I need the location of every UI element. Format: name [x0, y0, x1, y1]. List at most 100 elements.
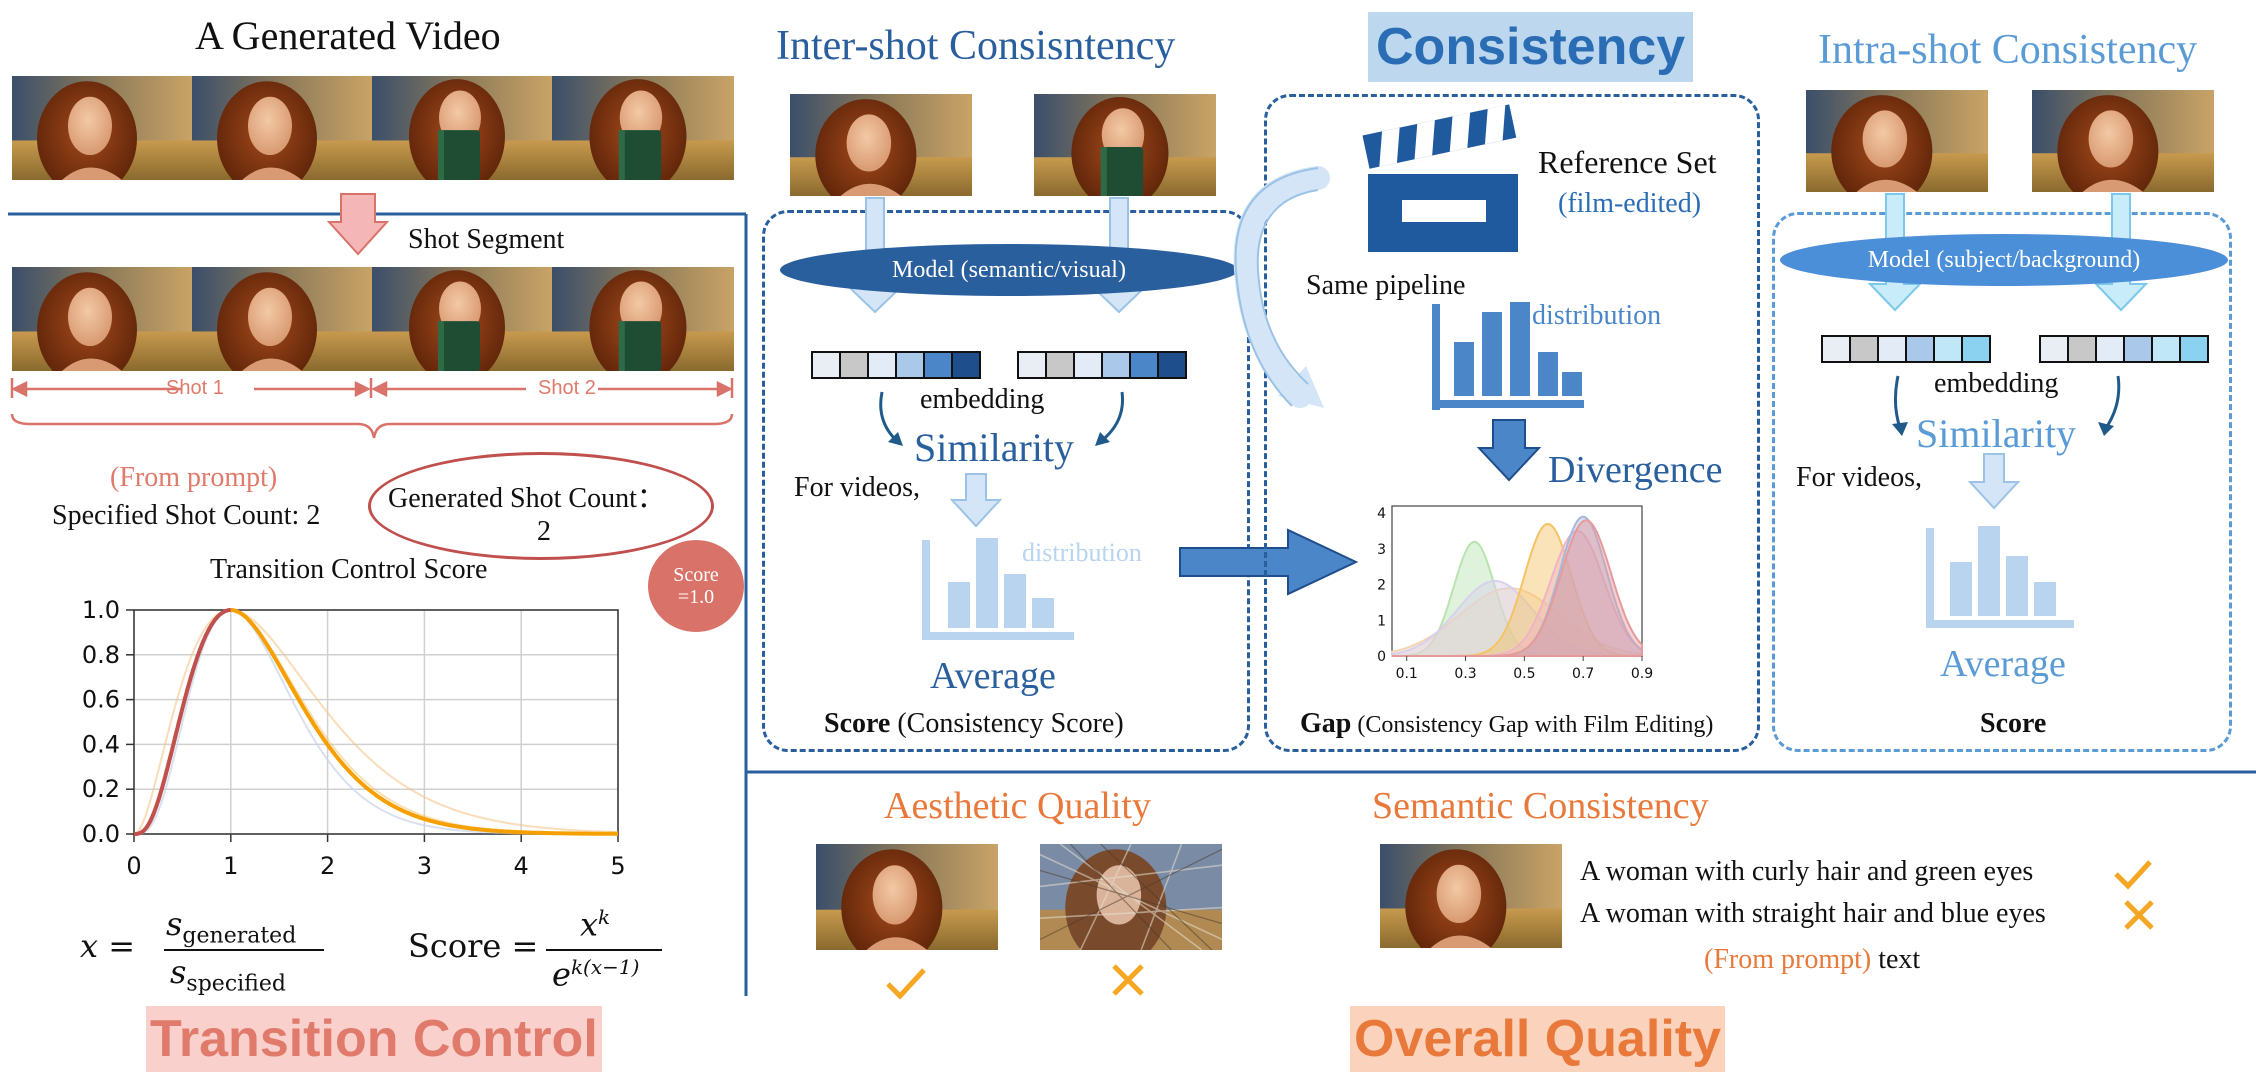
- x-tick-label: 2: [320, 852, 335, 880]
- formula-x-bar: [164, 949, 324, 951]
- inter-similarity-label: Similarity: [914, 425, 1074, 470]
- kde-y-tick-label: 3: [1377, 542, 1386, 558]
- plot-frame: [133, 609, 619, 835]
- clapperboard-icon: [1362, 104, 1518, 252]
- kde-curve: [1391, 580, 1643, 657]
- divergence-label: Divergence: [1548, 449, 1723, 491]
- segment-frame-4: [552, 267, 734, 371]
- inter-model-ellipse: Model (semantic/visual): [780, 244, 1238, 296]
- generated-shot-count-value: 2: [537, 516, 551, 547]
- shot-2-label: Shot 2: [538, 377, 596, 399]
- intra-shot-title: Intra-shot Consistency: [1818, 27, 2198, 73]
- same-pipeline-curved-arrow: [1233, 166, 1330, 408]
- reference-distribution-label: distribution: [1532, 300, 1662, 331]
- kde-y-tick-label: 2: [1377, 578, 1386, 594]
- y-tick-label: 1.0: [82, 596, 120, 624]
- kde-y-tick-label: 0: [1377, 649, 1386, 665]
- formula-score-bar: [546, 949, 662, 951]
- inter-distribution-label: distribution: [1022, 538, 1142, 567]
- generated-count-ellipse: [368, 452, 714, 560]
- consistency-header: Consistency: [1368, 12, 1694, 82]
- aesthetic-cross-icon: [1112, 964, 1144, 996]
- x-tick-label: 4: [514, 852, 529, 880]
- y-tick-label: 0.8: [82, 641, 120, 669]
- caption-source: (From prompt) text: [1704, 944, 1921, 975]
- shot-1-label: Shot 1: [166, 377, 224, 399]
- aesthetic-bad-frame: [1040, 844, 1222, 950]
- kde-chart: 0.1 0.3 0.5 0.7 0.9 0 1 2 3 4: [1377, 505, 1653, 682]
- intra-average-label: Average: [1940, 643, 2066, 685]
- kde-y-tick-label: 4: [1377, 506, 1386, 522]
- segment-frame-2: [192, 267, 372, 371]
- formula-score-numerator: xk: [580, 905, 611, 944]
- y-tick-label: 0.6: [82, 686, 120, 714]
- inter-for-videos: For videos,: [794, 472, 920, 503]
- x-tick-label: 0: [126, 852, 141, 880]
- intra-score-label: Score: [1980, 708, 2047, 739]
- inter-average-label: Average: [930, 655, 1056, 697]
- video-title: A Generated Video: [195, 13, 501, 58]
- score-curve-decay: [230, 608, 618, 836]
- intra-model-label: Model (subject/background): [1867, 246, 2141, 273]
- caption-cross-icon: [2124, 900, 2154, 930]
- intra-embedding-vectors: [1821, 335, 2209, 363]
- generated-shot-count: Generated Shot Count：: [388, 483, 665, 514]
- intra-for-videos: For videos,: [1796, 462, 1922, 493]
- reference-set-label: Reference Set: [1538, 144, 1717, 180]
- score-badge: Score =1.0: [648, 540, 744, 632]
- same-pipeline-label: Same pipeline: [1306, 270, 1466, 301]
- y-tick-label: 0.0: [82, 820, 120, 848]
- inter-embedding-vectors: [811, 351, 1187, 379]
- kde-x-tick-label: 0.3: [1454, 666, 1476, 682]
- caption-check-icon: [2114, 860, 2152, 890]
- aesthetic-quality-title: Aesthetic Quality: [884, 785, 1151, 827]
- kde-x-tick-label: 0.9: [1631, 666, 1653, 682]
- caption-bad: A woman with straight hair and blue eyes: [1580, 898, 2046, 929]
- formula-x-lhs: x =: [80, 927, 136, 965]
- intra-model-ellipse: Model (subject/background): [1780, 234, 2228, 286]
- intra-shot-box: [1772, 212, 2232, 752]
- intra-embedding-label: embedding: [1934, 368, 2059, 399]
- gap-label: Gap (Consistency Gap with Film Editing): [1300, 708, 1714, 739]
- score-curve-faint: [134, 609, 618, 835]
- score-badge-value: =1.0: [677, 586, 715, 608]
- caption-good: A woman with curly hair and green eyes: [1580, 856, 2034, 887]
- inter-model-label: Model (semantic/visual): [892, 256, 1126, 283]
- formula-score-lhs: Score =: [408, 927, 539, 965]
- kde-y-tick-label: 1: [1377, 613, 1386, 629]
- kde-frame: [1391, 505, 1643, 657]
- inter-shot-box: [762, 210, 1250, 752]
- intra-shot-frame-2: [2032, 90, 2214, 192]
- consistency-box: [1264, 94, 1760, 752]
- score-curve-faint: [134, 609, 618, 835]
- inter-shot-title: Inter-shot Consisntency: [776, 23, 1176, 69]
- x-tick-label: 3: [417, 852, 432, 880]
- semantic-consistency-title: Semantic Consistency: [1372, 785, 1709, 827]
- kde-x-tick-label: 0.5: [1513, 666, 1535, 682]
- specified-shot-count: Specified Shot Count: 2: [52, 500, 321, 531]
- intra-shot-frame-1: [1806, 90, 1988, 192]
- overall-quality-title: Overall Quality: [1350, 1006, 1726, 1072]
- x-tick-label: 1: [223, 852, 238, 880]
- inter-shot-frame-2: [1034, 94, 1216, 196]
- formula-x-numerator: sgenerated: [166, 905, 297, 949]
- score-curve-faint: [133, 609, 618, 835]
- score-badge-label: Score: [673, 564, 719, 586]
- aesthetic-check-icon: [886, 968, 926, 1000]
- kde-x-tick-label: 0.7: [1572, 666, 1594, 682]
- score-curve-rise: [134, 608, 231, 836]
- inter-distribution-icon: [922, 538, 1074, 640]
- inter-to-gap-arrow: [1179, 528, 1359, 596]
- kde-curve: [1392, 519, 1643, 657]
- x-tick-label: 5: [610, 852, 625, 880]
- y-tick-label: 0.4: [82, 730, 120, 758]
- intra-similarity-label: Similarity: [1916, 411, 2076, 456]
- semantic-frame: [1380, 844, 1562, 948]
- formula-x-denominator: sspecified: [170, 953, 286, 997]
- intra-distribution-icon: [1926, 526, 2074, 628]
- divergence-arrow: [1476, 419, 1542, 482]
- kde-x-tick-label: 0.1: [1396, 666, 1418, 682]
- inter-score-label: Score (Consistency Score): [824, 708, 1124, 739]
